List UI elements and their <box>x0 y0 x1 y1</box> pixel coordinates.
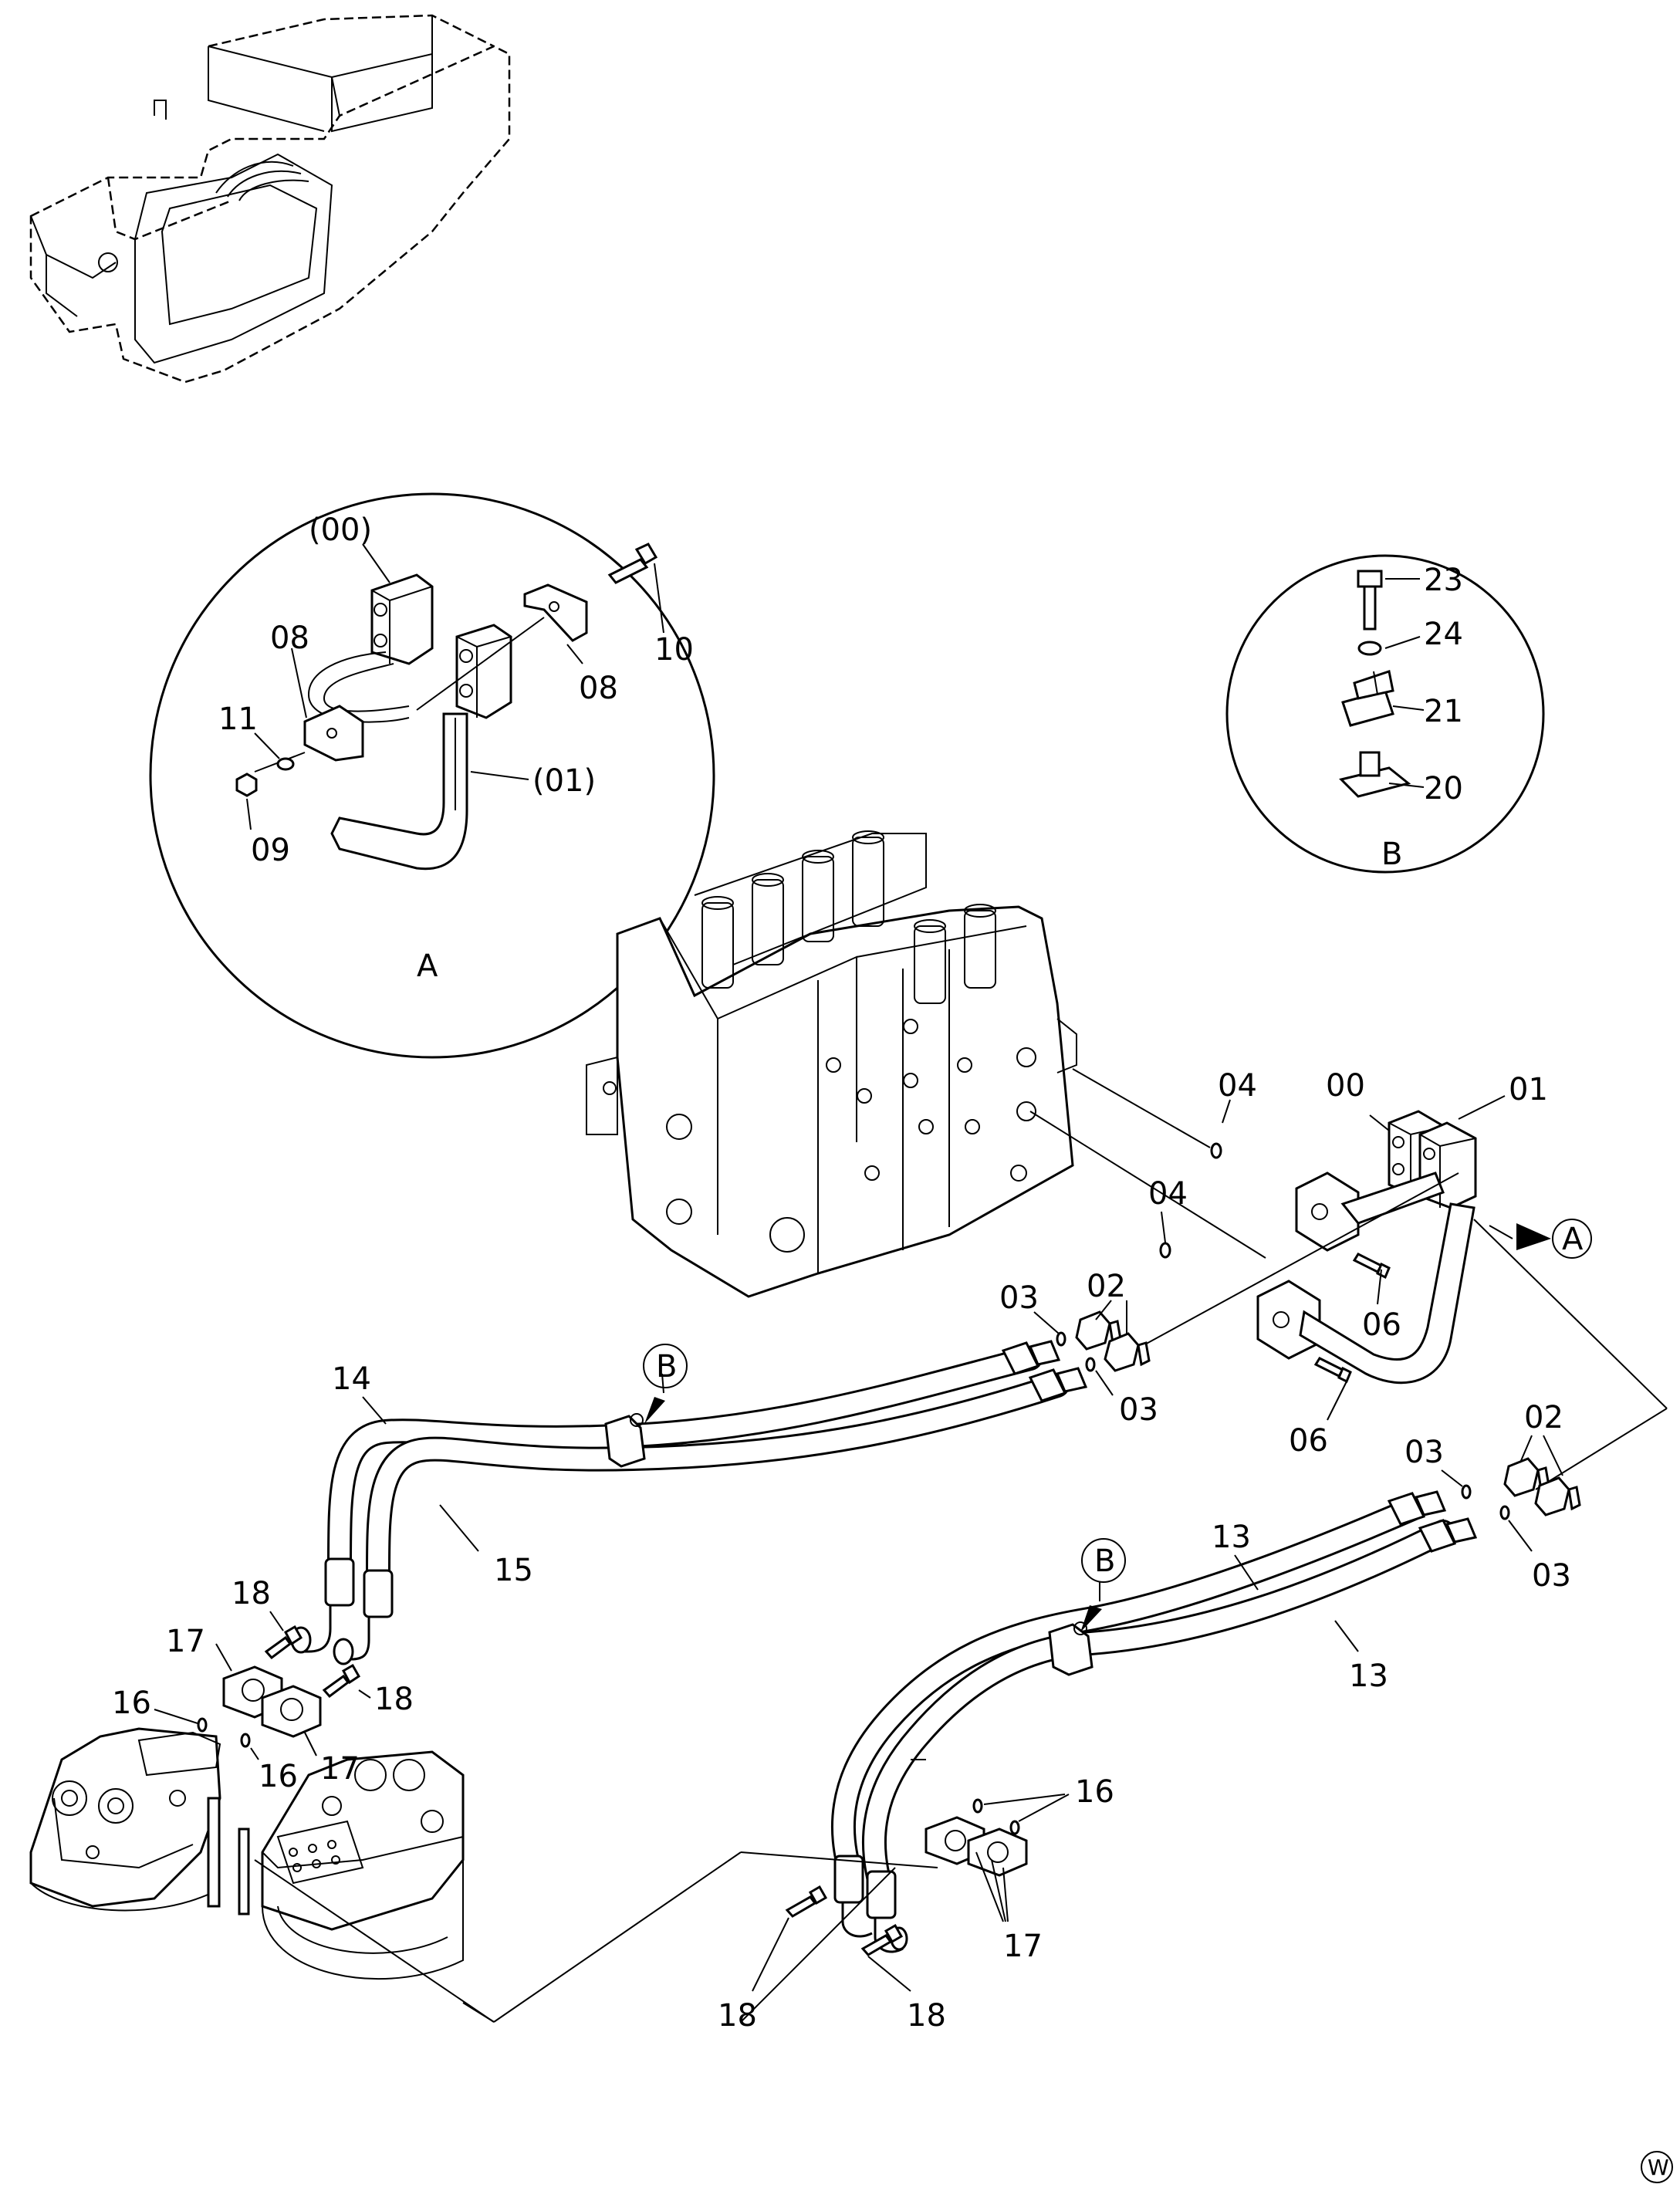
label-16-a: 16 <box>112 1686 151 1721</box>
label-b-21: 21 <box>1424 694 1463 729</box>
oring-03-right-top <box>1461 1484 1472 1500</box>
label-04-top: 04 <box>1218 1068 1257 1104</box>
swing-motor-left <box>29 1727 250 1915</box>
label-a-09: 09 <box>251 833 290 868</box>
oring-03-top-right <box>1085 1357 1096 1372</box>
oring-16-c1 <box>972 1798 983 1814</box>
detail-b-letter: B <box>1381 837 1402 872</box>
adapters-02-top <box>1075 1310 1151 1372</box>
flange-hose-bottom <box>1256 1202 1475 1385</box>
adapters-02-right <box>1503 1457 1581 1516</box>
label-03-right-bottom: 03 <box>1532 1558 1571 1594</box>
callout-a: A <box>1562 1222 1584 1257</box>
bolt-10 <box>607 543 658 584</box>
corner-mark: W <box>1648 2155 1669 2180</box>
label-15: 15 <box>494 1553 533 1588</box>
bolts-18-right <box>785 1885 904 1956</box>
label-17-b: 17 <box>320 1751 360 1787</box>
label-a-08-right: 08 <box>579 671 618 706</box>
label-a-11: 11 <box>218 702 258 737</box>
label-a-08-left: 08 <box>270 620 309 656</box>
oring-03-right-bottom <box>1499 1505 1510 1520</box>
oring-16-b <box>240 1733 251 1748</box>
detail-b-view <box>1225 554 1545 874</box>
label-18-a: 18 <box>232 1576 271 1611</box>
hose-15 <box>366 1373 1070 1587</box>
bolts-06 <box>1313 1253 1391 1384</box>
hose-assembly-01 <box>330 624 512 871</box>
label-b-23: 23 <box>1424 563 1463 598</box>
detail-a-view <box>149 492 715 1059</box>
oring-03-top-left <box>1056 1331 1066 1347</box>
callout-b-right-circle <box>1081 1538 1126 1583</box>
hose-fittings-top <box>290 1340 1088 1665</box>
hose-13-upper <box>830 1496 1425 1880</box>
label-18-c: 18 <box>718 1998 757 2034</box>
flanges-17-right <box>925 1816 1028 1877</box>
label-14: 14 <box>332 1361 371 1397</box>
label-18-b: 18 <box>374 1682 414 1717</box>
label-a-00: (00) <box>309 512 372 548</box>
label-17-c: 17 <box>1003 1929 1043 1964</box>
label-b-24: 24 <box>1424 617 1463 652</box>
callout-b-left: B <box>656 1349 677 1385</box>
flanges-17-left <box>222 1665 322 1738</box>
excavator-overview-illustration <box>29 14 511 384</box>
swing-motor-right <box>254 1750 495 2023</box>
label-b-20: 20 <box>1424 771 1463 806</box>
oring-04-bottom <box>1159 1242 1171 1259</box>
callout-b-left-circle <box>643 1344 688 1388</box>
label-a-10: 10 <box>654 632 694 668</box>
label-06-top: 06 <box>1362 1307 1401 1343</box>
control-valve-illustration <box>586 830 1266 1298</box>
bolts-18-left <box>264 1625 360 1699</box>
callout-a-circle <box>1552 1219 1592 1259</box>
hose-13-lower <box>861 1520 1455 1895</box>
clamp-08-left <box>303 705 364 762</box>
label-16-b: 16 <box>259 1759 298 1794</box>
label-16-c: 16 <box>1075 1774 1114 1810</box>
label-03-top-right: 03 <box>1119 1392 1158 1428</box>
detail-a-letter: A <box>417 948 438 984</box>
label-06-bottom: 06 <box>1289 1423 1328 1459</box>
corner-mark-circle <box>1641 2151 1673 2183</box>
label-17-a: 17 <box>166 1624 205 1659</box>
clamp-21 <box>1341 670 1394 727</box>
oring-16-a <box>197 1717 208 1733</box>
hose-14 <box>327 1346 1043 1579</box>
label-13-lower: 13 <box>1349 1658 1388 1694</box>
oring-16-c2 <box>1009 1820 1020 1835</box>
clamp-b-right <box>1048 1621 1094 1676</box>
clamp-08-right <box>523 583 588 642</box>
hose-block-00 <box>370 573 434 665</box>
washer-11 <box>276 757 295 771</box>
label-13-upper: 13 <box>1212 1520 1251 1555</box>
bracket-20 <box>1339 751 1411 798</box>
clamp-b-left <box>604 1413 646 1468</box>
nut-09 <box>235 773 258 797</box>
label-03-right-top: 03 <box>1405 1435 1444 1470</box>
callout-b-right: B <box>1094 1544 1115 1579</box>
label-00: 00 <box>1326 1068 1365 1104</box>
label-a-01: (01) <box>532 763 596 799</box>
label-01: 01 <box>1509 1072 1548 1107</box>
washer-24 <box>1357 641 1382 656</box>
label-03-top-left: 03 <box>999 1280 1039 1316</box>
bolt-23 <box>1357 570 1383 631</box>
oring-04-top <box>1210 1142 1222 1159</box>
label-04-bottom: 04 <box>1148 1176 1188 1212</box>
flange-hose-top <box>1295 1172 1445 1252</box>
label-18-d: 18 <box>907 1998 946 2034</box>
label-02-top: 02 <box>1087 1269 1126 1304</box>
label-02-right: 02 <box>1524 1400 1563 1435</box>
